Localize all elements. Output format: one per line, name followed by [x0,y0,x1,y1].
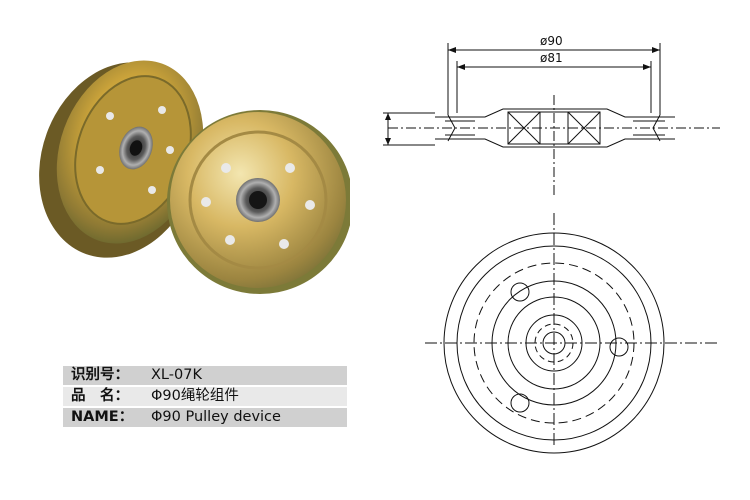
label-id: 识别号： [63,366,143,385]
dim-arrow-right-outer [652,47,660,53]
front-view [425,213,720,454]
technical-drawing: ø90 ø81 [383,34,720,454]
info-row-id: 识别号： XL-07K [63,366,347,385]
product-photo [39,60,350,294]
dim-label-inner: ø81 [540,51,563,65]
info-table: 识别号： XL-07K 品 名： Φ90绳轮组件 NAME： Φ90 Pulle… [63,364,347,429]
value-name-en: Φ90 Pulley device [143,408,347,427]
value-name-cn: Φ90绳轮组件 [143,387,347,406]
label-name-en: NAME： [63,408,143,427]
info-row-name-cn: 品 名： Φ90绳轮组件 [63,387,347,406]
info-row-name-en: NAME： Φ90 Pulley device [63,408,347,427]
value-id: XL-07K [143,366,347,385]
dim-label-outer: ø90 [540,34,563,48]
dim-arrow-left-inner [457,64,465,70]
pulley-photo-back [39,60,204,258]
pulley-photo-front [167,110,350,294]
dim-arrow-right-inner [643,64,651,70]
dim-arrow-left-outer [448,47,456,53]
label-name-cn: 品 名： [63,387,143,406]
side-profile [383,95,720,197]
